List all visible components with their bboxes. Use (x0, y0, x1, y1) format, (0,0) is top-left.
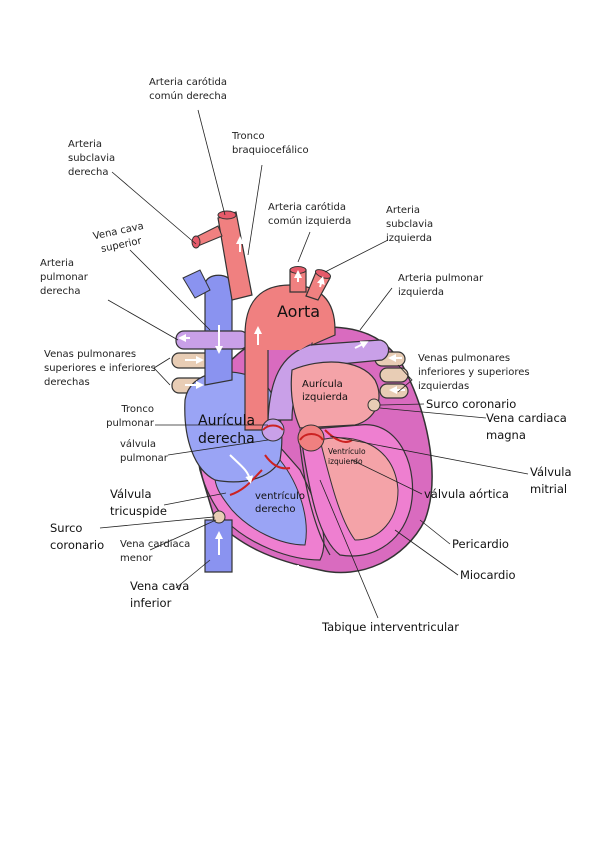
label-coronary-sulcus-left-1: Surco (50, 521, 83, 535)
label-right-pulmonary-veins: Venas pulmonares superiores e inferiores… (44, 348, 156, 390)
label-coronary-sulcus-right: Surco coronario (426, 397, 517, 411)
label-pulmonary-trunk: Tronco pulmonar (88, 403, 154, 431)
label-mitral-valve-2: mitrial (530, 482, 568, 496)
label-left-common-carotid: Arteria carótida común izquierda (268, 201, 351, 229)
label-left-pulmonary-veins: Venas pulmonares inferiores y superiores… (418, 352, 530, 394)
label-pericardium: Pericardio (452, 537, 509, 551)
leader-lines (99, 109, 529, 619)
label-left-common-carotid-2: común izquierda (268, 216, 352, 227)
label-left-subclavian-1: Arteria (386, 205, 421, 216)
label-inferior-vena-cava-2: inferior (130, 596, 172, 610)
label-left-subclavian: Arteria subclavia izquierda (386, 204, 433, 246)
left-ventricle-label: Ventrículo izquierdo (328, 447, 366, 467)
label-right-subclavian: Arteria subclavia derecha (68, 138, 115, 180)
label-inferior-vena-cava: Vena cava inferior (130, 578, 189, 612)
label-small-cardiac-vein-2: menor (120, 553, 153, 564)
label-right-pulmonary-veins-2: superiores e inferiores (44, 363, 156, 374)
label-tricuspid-valve-1: Válvula (110, 487, 152, 501)
label-brachiocephalic-trunk: Tronco braquiocefálico (232, 130, 309, 158)
label-interventricular-septum: Tabique interventricular (322, 620, 459, 634)
label-left-pulmonary-artery: Arteria pulmonar izquierda (398, 272, 483, 300)
label-left-common-carotid-1: Arteria carótida (268, 202, 347, 213)
right-atrium-label: Aurícula derecha (198, 412, 255, 448)
right-ventricle-label-line2: derecho (255, 504, 296, 515)
label-right-common-carotid-1: Arteria carótida (148, 77, 228, 88)
label-left-pulmonary-veins-1: Venas pulmonares (418, 353, 511, 364)
label-brachiocephalic-trunk-2: braquiocefálico (232, 145, 309, 156)
label-left-pulmonary-artery-1: Arteria pulmonar (398, 273, 484, 284)
label-right-pulmonary-artery-2: pulmonar (40, 272, 88, 283)
aorta-label: Aorta (277, 302, 321, 321)
label-brachiocephalic-trunk-1: Tronco (232, 131, 265, 142)
label-coronary-sulcus-left-2: coronario (50, 538, 105, 552)
label-pulmonary-valve-1: válvula (120, 439, 156, 450)
label-right-pulmonary-artery: Arteria pulmonar derecha (40, 257, 88, 299)
left-ventricle-label-line1: Ventrículo (328, 447, 366, 456)
label-right-common-carotid: Arteria carótida común derecha (138, 76, 238, 104)
label-left-pulmonary-veins-3: izquierdas (418, 381, 470, 392)
left-ventricle-label-line2: izquierdo (328, 457, 363, 466)
label-left-pulmonary-veins-2: inferiores y superiores (418, 367, 530, 378)
label-tricuspid-valve: Válvula tricuspide (110, 486, 167, 520)
label-right-pulmonary-veins-1: Venas pulmonares (44, 349, 137, 360)
right-pulmonary-artery (175, 330, 249, 350)
label-left-subclavian-2: subclavia (386, 219, 434, 230)
valves (229, 418, 353, 496)
left-pulmonary-veins (374, 351, 409, 399)
left-atrium-label-line2: izquierda (302, 392, 349, 403)
label-mitral-valve-1: Válvula (530, 465, 572, 479)
flow-arrows (178, 236, 405, 584)
label-right-pulmonary-artery-3: derecha (40, 286, 81, 297)
label-pulmonary-valve: válvula pulmonar (120, 438, 168, 466)
brachiocephalic-trunk (217, 211, 253, 301)
label-tricuspid-valve-2: tricuspide (110, 504, 167, 518)
label-right-common-carotid-2: común derecha (149, 91, 227, 102)
right-atrium-label-line1: Aurícula (198, 413, 256, 429)
label-pulmonary-trunk-1: Tronco (121, 404, 154, 415)
label-great-cardiac-vein: Vena cardiaca magna (486, 410, 567, 444)
label-small-cardiac-vein-1: Vena cardiaca (120, 539, 191, 550)
label-great-cardiac-vein-2: magna (486, 428, 526, 442)
label-left-pulmonary-artery-2: izquierda (398, 287, 445, 298)
label-great-cardiac-vein-1: Vena cardiaca (486, 411, 567, 425)
label-coronary-sulcus-left: Surco coronario (50, 520, 104, 554)
right-ventricle-label-line1: ventrículo (255, 491, 305, 502)
label-right-pulmonary-artery-1: Arteria (40, 258, 75, 269)
label-right-subclavian-3: derecha (68, 167, 109, 178)
label-mitral-valve: Válvula mitrial (530, 464, 572, 498)
label-aortic-valve: válvula aórtica (424, 487, 509, 501)
label-right-subclavian-1: Arteria (68, 139, 103, 150)
label-right-subclavian-2: subclavia (68, 153, 116, 164)
label-inferior-vena-cava-1: Vena cava (130, 579, 190, 593)
label-pulmonary-trunk-2: pulmonar (106, 418, 154, 429)
right-ventricle-label: ventrículo derecho (255, 490, 305, 516)
label-small-cardiac-vein: Vena cardiaca menor (120, 538, 190, 566)
label-myocardium: Miocardio (460, 568, 516, 582)
left-atrium-label-line1: Aurícula (302, 379, 343, 390)
label-right-pulmonary-veins-3: derechas (44, 377, 90, 388)
right-atrium-label-line2: derecha (198, 431, 255, 447)
interventricular-septum (299, 444, 331, 556)
left-atrium-label: Aurícula izquierda (302, 378, 348, 404)
label-left-subclavian-3: izquierda (386, 233, 433, 244)
label-pulmonary-valve-2: pulmonar (120, 453, 168, 464)
